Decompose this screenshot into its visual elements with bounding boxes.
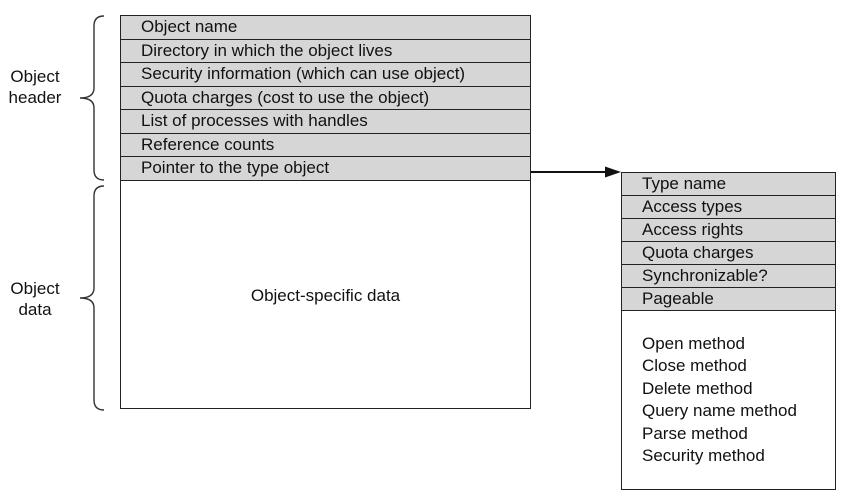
object-header-label-line-2: header [8,88,62,107]
object-data-label-line-1: Object [10,279,60,298]
header-field-reference-counts: Reference counts [121,133,530,157]
object-header-label-line-1: Object [10,67,60,86]
type-field-type-name: Type name [622,173,835,196]
header-field-directory: Directory in which the object lives [121,39,530,63]
object-specific-data: Object-specific data [121,183,530,408]
object-structure: Object name Directory in which the objec… [120,15,531,409]
type-field-quota-charges: Quota charges [622,242,835,265]
object-header-label: Object header [2,66,68,108]
header-field-quota-charges: Quota charges (cost to use the object) [121,86,530,110]
method-open: Open method [642,334,746,353]
object-data-label: Object data [2,278,68,320]
object-header-brace [79,15,105,181]
type-object: Type name Access types Access rights Quo… [621,172,836,490]
method-parse: Parse method [642,423,748,443]
header-field-process-handles: List of processes with handles [121,110,530,134]
header-field-type-pointer: Pointer to the type object [121,157,530,181]
method-delete: Delete method [642,378,753,398]
method-close: Close method [642,356,747,376]
object-data-brace [79,185,105,411]
type-field-pageable: Pageable [622,288,835,311]
type-pointer-arrow-head [605,166,621,178]
type-methods-list: Open method Close method Delete method Q… [642,333,797,467]
header-field-security-information: Security information (which can use obje… [121,63,530,87]
method-security: Security method [642,446,765,466]
header-field-object-name: Object name [121,16,530,40]
type-field-access-rights: Access rights [622,219,835,242]
method-query-name: Query name method [642,401,797,421]
object-specific-data-label: Object-specific data [250,285,401,305]
object-data-label-line-2: data [18,300,52,319]
type-field-access-types: Access types [622,196,835,219]
type-field-synchronizable: Synchronizable? [622,265,835,288]
